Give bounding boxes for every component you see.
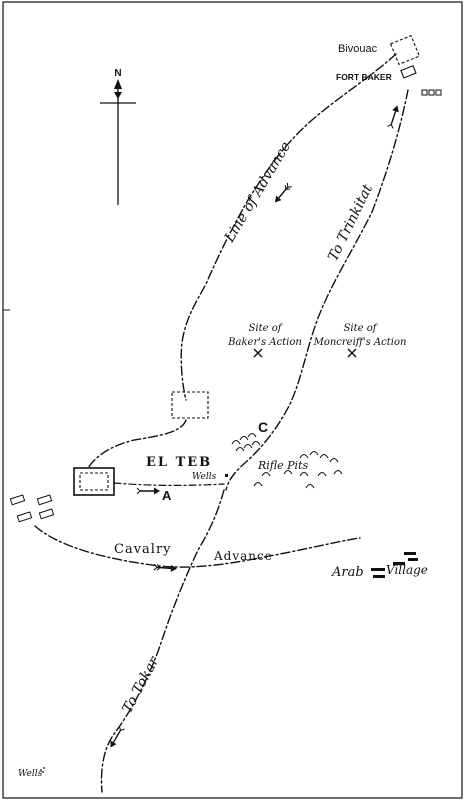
crossed-swords-icon: [347, 348, 357, 358]
moncreiff-site-label-1: Site of: [344, 323, 379, 334]
rifle-pits-label: Rifle Pits: [257, 459, 308, 472]
line-of-advance-route: [180, 53, 397, 401]
hills-cluster-east: [253, 450, 343, 489]
cavalry-arrow-icon: [153, 563, 177, 572]
north-arrow-icon: N: [100, 68, 136, 205]
to-tokar-label: To Tokar: [119, 653, 163, 716]
advance-line-a: [113, 482, 225, 486]
fort-baker-outposts: [421, 89, 442, 96]
wells-bottom-marker: [40, 767, 45, 773]
advance-a-arrow-icon: [136, 487, 160, 495]
baker-site-label-2: Baker's Action: [227, 337, 302, 348]
el-teb-label: EL TEB: [146, 455, 212, 470]
zareba-dashed: [171, 391, 209, 419]
route-connector: [87, 419, 187, 469]
to-trinkitat-road: [225, 89, 409, 491]
tokar-arrow-icon: [110, 725, 125, 748]
moncreiff-site-label-2: Moncreiff's Action: [313, 337, 407, 348]
wells-bottom-label: Wells: [18, 769, 43, 779]
trinkitat-arrow-icon: [387, 105, 399, 129]
wells-label: Wells: [192, 472, 217, 482]
village-label: Village: [386, 563, 428, 577]
hills-cluster-west: [231, 432, 261, 452]
advance-arrow-icon: [274, 182, 293, 203]
bivouac-marker: [389, 34, 421, 66]
wells-marker: [225, 474, 228, 477]
point-c-label: C: [258, 419, 268, 435]
cavalry-squadrons: [9, 494, 55, 523]
british-square: [73, 467, 115, 496]
advance-label: Advance: [213, 549, 273, 563]
fort-baker-marker: [400, 64, 417, 79]
to-tokar-road: [100, 489, 225, 793]
bivouac-label: Bivouac: [338, 43, 378, 55]
north-label: N: [114, 68, 121, 79]
cavalry-label: Cavalry: [114, 542, 172, 557]
crossed-swords-icon: [253, 348, 263, 358]
arab-label: Arab: [331, 565, 364, 580]
baker-site-label-1: Site of: [249, 323, 284, 334]
fort-baker-label: FORT BAKER: [336, 72, 392, 82]
cavalry-advance-route: [34, 525, 361, 568]
village-huts: [371, 552, 418, 578]
point-a-label: A: [162, 488, 172, 503]
